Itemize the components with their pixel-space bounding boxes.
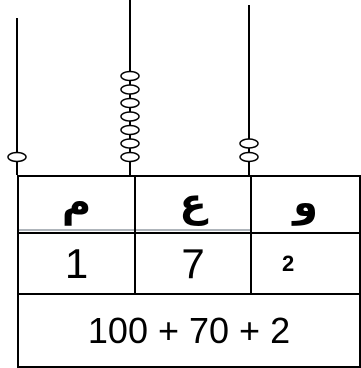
table-left-border <box>17 175 19 368</box>
header-ones: و <box>293 180 318 226</box>
table-top-border <box>17 175 361 177</box>
header-hundreds: م <box>61 180 92 226</box>
header-separator-tens <box>136 229 250 231</box>
bead-tens-7 <box>120 70 140 82</box>
bead-hundreds-1 <box>7 151 27 163</box>
bead-tens-3 <box>120 124 140 136</box>
bead-tens-4 <box>120 111 140 122</box>
bead-ones-2 <box>239 138 259 149</box>
abacus <box>7 0 259 175</box>
header-tens: ع <box>179 180 207 226</box>
beads-ones <box>239 138 259 163</box>
bead-tens-2 <box>120 138 140 149</box>
table-row-divider-2 <box>17 293 361 295</box>
digit-hundreds: 1 <box>64 239 89 287</box>
table-bottom-border <box>17 366 361 368</box>
bead-ones-1 <box>239 151 259 163</box>
table-row-divider-1 <box>17 232 361 234</box>
header-separator-hundreds <box>19 229 134 231</box>
digit-tens: 7 <box>181 239 205 287</box>
expanded-form: 100 + 70 + 2 <box>87 309 291 351</box>
bead-tens-1 <box>120 151 140 163</box>
beads-tens <box>120 70 140 163</box>
table-col-divider-2 <box>250 175 252 295</box>
bead-tens-5 <box>120 97 140 109</box>
table-right-border <box>359 175 361 368</box>
digit-ones: 2 <box>282 250 295 276</box>
bead-tens-6 <box>120 84 140 95</box>
table-col-divider-1 <box>134 175 136 295</box>
beads-hundreds <box>7 151 27 163</box>
